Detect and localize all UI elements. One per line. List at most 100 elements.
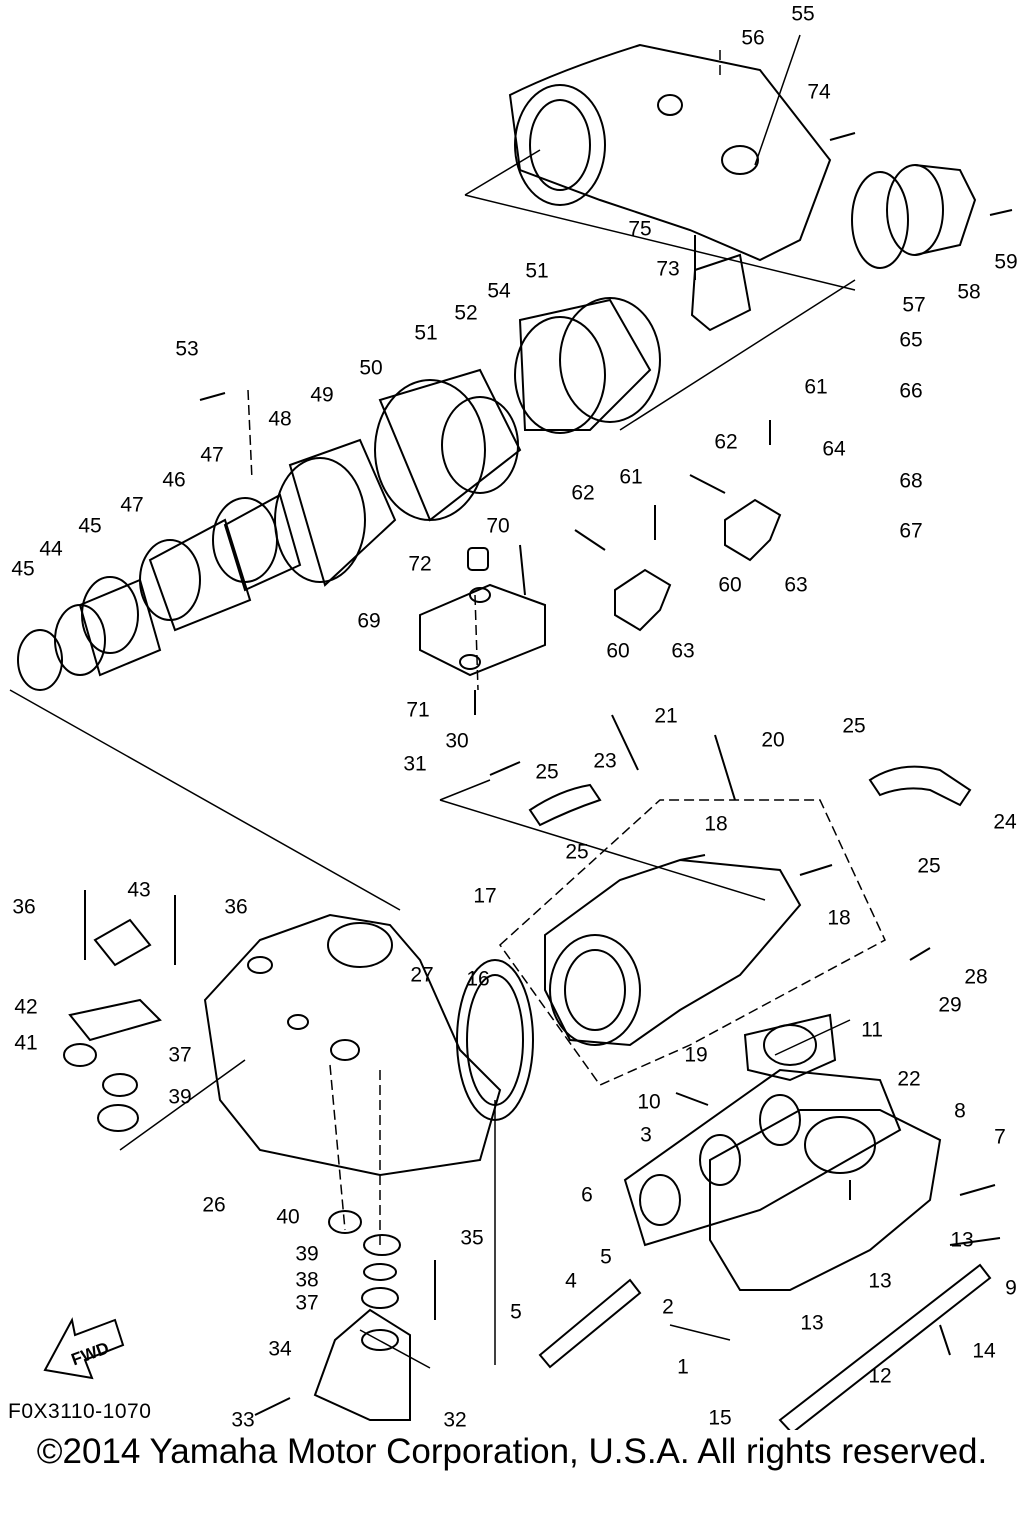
- callout-18: 18: [827, 907, 850, 930]
- callout-41: 41: [14, 1032, 37, 1055]
- callout-49: 49: [310, 384, 333, 407]
- callout-37: 37: [168, 1044, 191, 1067]
- callout-39: 39: [168, 1086, 191, 1109]
- callout-32: 32: [443, 1409, 466, 1430]
- callout-17: 17: [473, 885, 496, 908]
- callout-25: 25: [842, 715, 865, 738]
- callout-6: 6: [581, 1184, 593, 1207]
- callout-45: 45: [78, 515, 101, 538]
- callout-63: 63: [784, 574, 807, 597]
- callout-65: 65: [899, 329, 922, 352]
- callout-13: 13: [868, 1270, 891, 1293]
- callout-21: 21: [654, 705, 677, 728]
- callout-16: 16: [466, 968, 489, 991]
- callout-61: 61: [619, 466, 642, 489]
- callout-70: 70: [486, 515, 509, 538]
- callout-30: 30: [445, 730, 468, 753]
- callout-74: 74: [807, 81, 831, 104]
- part-outlines: [17, 43, 1013, 1430]
- callout-47: 47: [120, 494, 143, 517]
- parts-diagram: 1234556789101112131313141516171818192021…: [9, 3, 1018, 1430]
- callout-5: 5: [510, 1301, 522, 1324]
- callout-37: 37: [295, 1292, 318, 1315]
- callout-25: 25: [565, 841, 588, 864]
- callout-22: 22: [897, 1068, 920, 1091]
- callout-53: 53: [175, 338, 198, 361]
- callout-55: 55: [791, 3, 814, 26]
- figure-code: F0X3110-1070: [8, 1400, 152, 1423]
- callout-64: 64: [822, 438, 846, 461]
- callout-dashed-lines: [247, 50, 886, 1245]
- callout-15: 15: [708, 1407, 731, 1430]
- callout-44: 44: [39, 538, 63, 561]
- fwd-arrow-icon: FWD: [43, 1317, 125, 1380]
- callout-38: 38: [295, 1269, 318, 1292]
- callout-11: 11: [861, 1019, 883, 1042]
- callout-52: 52: [454, 302, 477, 325]
- callout-19: 19: [684, 1044, 707, 1067]
- callout-25: 25: [535, 761, 558, 784]
- callout-1: 1: [677, 1356, 689, 1379]
- callout-36: 36: [12, 896, 35, 919]
- callout-14: 14: [972, 1340, 996, 1363]
- callout-34: 34: [268, 1338, 292, 1361]
- callout-13: 13: [800, 1312, 823, 1335]
- callout-72: 72: [408, 553, 431, 576]
- callout-42: 42: [14, 996, 37, 1019]
- callout-5: 5: [600, 1246, 612, 1269]
- callout-25: 25: [917, 855, 940, 878]
- callout-leader-lines: [9, 34, 856, 1369]
- callout-9: 9: [1005, 1277, 1017, 1300]
- callout-51: 51: [414, 322, 437, 345]
- callout-60: 60: [606, 640, 629, 663]
- callout-labels: 1234556789101112131313141516171818192021…: [11, 3, 1017, 1430]
- callout-26: 26: [202, 1194, 225, 1217]
- callout-43: 43: [127, 879, 150, 902]
- callout-46: 46: [162, 469, 185, 492]
- callout-23: 23: [593, 750, 616, 773]
- callout-50: 50: [359, 357, 382, 380]
- callout-47: 47: [200, 444, 223, 467]
- callout-73: 73: [656, 258, 679, 281]
- callout-33: 33: [231, 1409, 254, 1430]
- callout-61: 61: [804, 376, 827, 399]
- callout-31: 31: [403, 753, 426, 776]
- callout-59: 59: [994, 251, 1017, 274]
- copyright-notice: ©2014 Yamaha Motor Corporation, U.S.A. A…: [36, 1432, 988, 1471]
- callout-20: 20: [761, 729, 784, 752]
- callout-56: 56: [741, 27, 764, 50]
- callout-35: 35: [460, 1227, 483, 1250]
- callout-40: 40: [276, 1206, 299, 1229]
- callout-68: 68: [899, 470, 922, 493]
- callout-51: 51: [525, 260, 548, 283]
- callout-4: 4: [565, 1270, 577, 1293]
- callout-58: 58: [957, 281, 980, 304]
- callout-75: 75: [628, 218, 651, 241]
- callout-60: 60: [718, 574, 741, 597]
- callout-54: 54: [487, 280, 511, 303]
- callout-62: 62: [571, 482, 594, 505]
- callout-39: 39: [295, 1243, 318, 1266]
- callout-13: 13: [950, 1229, 973, 1252]
- callout-48: 48: [268, 408, 291, 431]
- callout-10: 10: [637, 1091, 660, 1114]
- callout-27: 27: [410, 964, 433, 987]
- callout-12: 12: [868, 1365, 891, 1388]
- callout-29: 29: [938, 994, 961, 1017]
- callout-57: 57: [902, 294, 925, 317]
- callout-2: 2: [662, 1296, 674, 1319]
- callout-28: 28: [964, 966, 987, 989]
- callout-66: 66: [899, 380, 922, 403]
- callout-8: 8: [954, 1100, 966, 1123]
- callout-18: 18: [704, 813, 727, 836]
- callout-69: 69: [357, 610, 380, 633]
- callout-7: 7: [994, 1126, 1006, 1149]
- callout-45: 45: [11, 558, 34, 581]
- callout-24: 24: [993, 811, 1017, 834]
- callout-63: 63: [671, 640, 694, 663]
- callout-67: 67: [899, 520, 922, 543]
- callout-62: 62: [714, 431, 737, 454]
- callout-3: 3: [640, 1124, 652, 1147]
- callout-71: 71: [406, 699, 429, 722]
- callout-36: 36: [224, 896, 247, 919]
